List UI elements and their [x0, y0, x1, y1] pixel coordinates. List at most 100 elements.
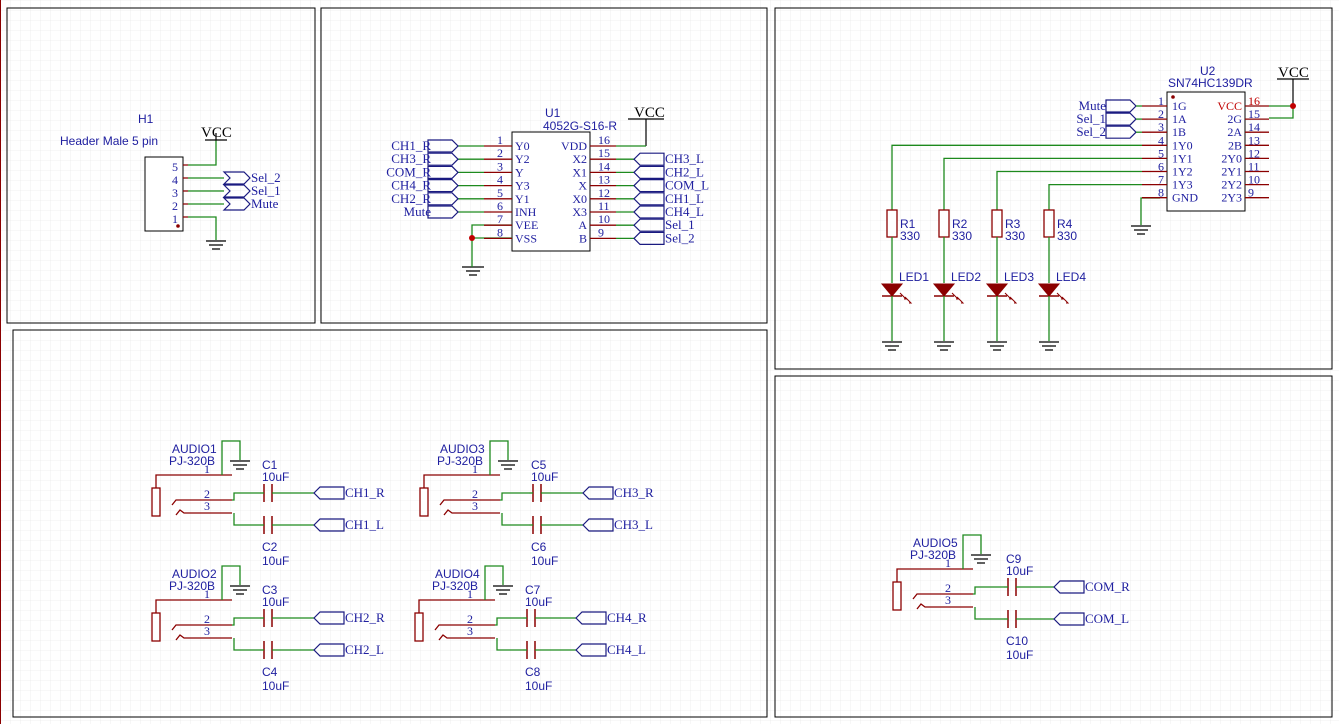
u1-pin-number: 13: [598, 173, 610, 187]
header-pin-1: 1: [172, 212, 178, 226]
u1-net-label: CH3_R: [391, 151, 431, 166]
capacitor-designator: C1: [262, 458, 278, 472]
audio-net-label: COM_L: [1085, 611, 1129, 626]
u2-net-label: Mute: [1079, 98, 1107, 113]
frame-decoder: [774, 7, 1333, 370]
u2-pin-number: 9: [1248, 186, 1254, 200]
capacitor-value: 10uF: [262, 679, 289, 693]
audio-designator: AUDIO1: [172, 442, 217, 456]
u1-designator: U1: [545, 106, 561, 120]
jack-body-icon: [892, 581, 902, 611]
resistor-value: 330: [1005, 229, 1025, 243]
u1-pin-number: 16: [598, 133, 610, 147]
u1-net-label: CH1_R: [391, 138, 431, 153]
u1-pin-number: 1: [497, 133, 503, 147]
u2-pin-number: 15: [1248, 107, 1260, 121]
resistor-icon: [1043, 209, 1055, 238]
audio-net-label: CH4_L: [607, 642, 646, 657]
header-h1[interactable]: H1 Header Male 5 pin 5 4 3 2 1 VCC Sel_2…: [60, 112, 281, 250]
u2-pin-number: 5: [1158, 146, 1164, 160]
jack-pin-number: 1: [467, 587, 473, 601]
header-pin-3: 3: [172, 186, 178, 200]
u2-pin-number: 14: [1248, 120, 1260, 134]
capacitor-designator: C6: [531, 540, 547, 554]
audio-part: PJ-320B: [910, 548, 956, 562]
ground-icon: [987, 341, 1007, 351]
audio-net-label: CH3_L: [614, 517, 653, 532]
net-flag-icon: [633, 218, 665, 232]
u1-net-label: CH3_L: [665, 151, 704, 166]
u2-pin-name: 2Y2: [1221, 178, 1242, 192]
audio-net-label: CH3_R: [614, 485, 654, 500]
u1-pin-number: 10: [598, 212, 610, 226]
net-flag-icon: [582, 518, 614, 532]
capacitor-value: 10uF: [525, 679, 552, 693]
jack-body-icon: [151, 487, 161, 517]
u2-pin-name: 2A: [1227, 125, 1242, 139]
resistor-value: 330: [952, 229, 972, 243]
u1-pin-name: VDD: [561, 139, 587, 153]
header-pin-2: 2: [172, 199, 178, 213]
led-icon: [932, 283, 956, 297]
net-flag-icon: [313, 486, 345, 500]
u1-pin-name: Y1: [515, 192, 530, 206]
header-pin-5: 5: [172, 160, 178, 174]
u2-body: [1166, 91, 1246, 212]
u1-pin-number: 8: [497, 225, 503, 239]
audio-designator: AUDIO2: [172, 567, 217, 581]
u1-net-label: CH2_R: [391, 191, 431, 206]
u2-pin-name: 1Y2: [1172, 165, 1193, 179]
audio-net-label: CH1_L: [345, 517, 384, 532]
header-designator: H1: [138, 112, 154, 126]
resistor-icon: [938, 209, 950, 238]
header-name: Header Male 5 pin: [60, 134, 158, 148]
audio-net-label: CH2_L: [345, 642, 384, 657]
capacitor-designator: C10: [1006, 634, 1028, 648]
resistor-icon: [991, 209, 1003, 238]
jack-pin-number: 3: [472, 499, 478, 513]
net-flag-icon: [1105, 125, 1137, 139]
u2-pin-number: 7: [1158, 173, 1164, 187]
jack-pin-number: 3: [204, 624, 210, 638]
u1-pin-name: INH: [515, 205, 537, 219]
audio-jacks[interactable]: AUDIO1PJ-320B123C110uFC210uFCH1_RCH1_LAU…: [151, 440, 1130, 693]
u2-pin-number: 13: [1248, 133, 1260, 147]
u2-pin-number: 10: [1248, 173, 1260, 187]
audio-designator: AUDIO5: [913, 536, 958, 550]
led-designator: LED1: [899, 270, 929, 284]
u1-pin-name: Y2: [515, 152, 530, 166]
jack-pin-number: 1: [945, 556, 951, 570]
capacitor-designator: C2: [262, 540, 278, 554]
u2-pin-name: 1Y0: [1172, 138, 1193, 152]
u1-net-label: Sel_1: [665, 217, 695, 232]
audio-net-label: CH2_R: [345, 610, 385, 625]
ground-icon: [971, 554, 991, 564]
net-flag-icon: [222, 171, 251, 185]
jack-pin-number: 1: [204, 462, 210, 476]
net-flag-icon: [313, 518, 345, 532]
resistor-value: 330: [1057, 229, 1077, 243]
led-designator: LED2: [951, 270, 981, 284]
net-flag-icon: [427, 179, 459, 193]
u1-pin-name: Y0: [515, 139, 530, 153]
audio-net-label: CH1_R: [345, 485, 385, 500]
capacitor-designator: C3: [262, 583, 278, 597]
ground-icon: [462, 266, 484, 276]
u1-pin-name: VSS: [515, 231, 537, 245]
capacitor-value: 10uF: [525, 595, 552, 609]
ground-icon: [230, 585, 250, 595]
u1-net-label: COM_L: [665, 178, 709, 193]
u1-pin-number: 12: [598, 186, 610, 200]
net-flag-icon: [222, 184, 251, 198]
u2-pin-number: 1: [1158, 94, 1164, 108]
u1-pin-name: VEE: [515, 218, 538, 232]
u2-pin-number: 12: [1248, 146, 1260, 160]
jack-pin-number: 3: [945, 593, 951, 607]
